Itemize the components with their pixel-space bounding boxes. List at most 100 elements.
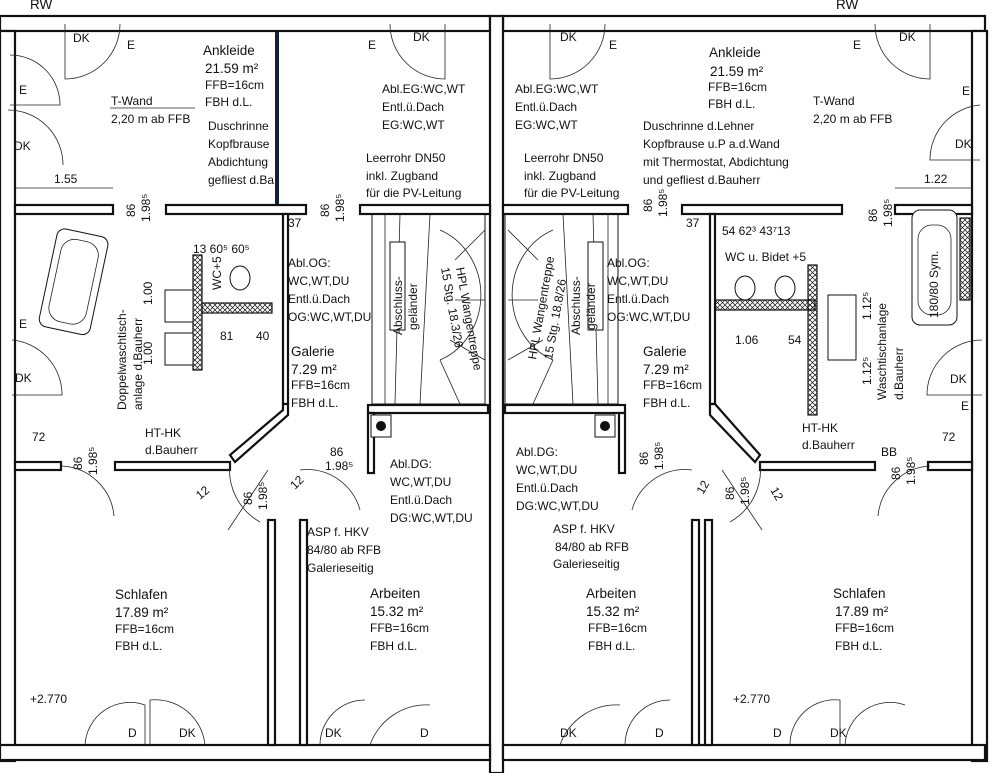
dusch-note: Kopfbrause (208, 137, 270, 151)
abl-eg-note: EG:WC,WT (382, 118, 445, 132)
ffb: FFB=16cm (588, 621, 647, 635)
door-dim: 1.98⁵ (881, 199, 895, 227)
bathtub-left (38, 228, 109, 336)
doors (7, 23, 983, 746)
t-wand-height: 2,20 m ab FFB (813, 112, 892, 126)
rw-mark: RW (836, 0, 859, 12)
t-wand-height: 2,20 m ab FFB (111, 112, 190, 126)
door-d: D (420, 726, 429, 740)
dimension: 12 (693, 478, 712, 497)
toilet (734, 275, 756, 301)
wc-label: WC+5 (210, 256, 224, 290)
asp-note: ASP f. HKV (307, 525, 369, 539)
abl-og-note: OG:WC,WT,DU (607, 310, 690, 324)
door-dim: 1.98⁵ (333, 194, 347, 222)
waschtisch-note: Waschtischanlage (875, 303, 889, 400)
waschtisch-note: d.Bauherr (892, 347, 906, 400)
room-area-arbeiten: 15.32 m² (370, 604, 424, 619)
door-dim: 1.98⁵ (325, 459, 353, 473)
electrical-e: E (19, 317, 27, 331)
room-name-arbeiten: Arbeiten (586, 586, 636, 601)
door-dim: 1.98⁵ (652, 442, 666, 470)
door-dim: 86 (330, 445, 344, 459)
bathtub-right (911, 209, 958, 326)
room-area-galerie: 7.29 m² (291, 362, 337, 377)
room-area-galerie: 7.29 m² (643, 362, 689, 377)
door-dim: 86 (124, 203, 138, 217)
right-unit: RW DK E E DK E DK Ankleide 21.59 m² FFB=… (515, 0, 972, 740)
dimension: 1.00 (141, 281, 155, 305)
dusch-note: gefliest d.Ba (208, 173, 274, 187)
room-name-arbeiten: Arbeiten (370, 586, 420, 601)
room-name-galerie: Galerie (643, 344, 687, 359)
dusch-note: mit Thermostat, Abdichtung (643, 155, 789, 169)
t-wand-label: T-Wand (813, 94, 855, 108)
left-unit: RW DK E E DK E DK Ankleide 21.59 m² FFB=… (14, 0, 485, 740)
asp-note: Galerieseitig (307, 561, 374, 575)
sink (164, 289, 194, 323)
room-name-schlafen: Schlafen (115, 587, 168, 602)
fbh: FBH d.L. (643, 396, 690, 410)
dimension: 72 (942, 430, 956, 444)
door-dim: 86 (866, 208, 880, 222)
dimension: 12 (767, 485, 786, 504)
door-dk: DK (325, 726, 342, 740)
t-wand-label: T-Wand (111, 94, 153, 108)
asp-note: ASP f. HKV (553, 522, 615, 536)
door-dim: 86 (723, 486, 737, 500)
leerrohr-note: Leerrohr DN50 (366, 151, 446, 165)
abl-og-note: Entl.ü.Dach (288, 292, 350, 306)
fbh: FBH d.L. (708, 97, 755, 111)
door-dk: DK (830, 726, 847, 740)
washbasin (827, 294, 857, 361)
abl-eg-note: Abl.EG:WC,WT (515, 82, 599, 96)
abl-dg-note: DG:WC,WT,DU (516, 499, 599, 513)
level-mark: +2.770 (733, 692, 770, 706)
electrical-e: E (19, 83, 27, 97)
door-d: D (128, 726, 137, 740)
dusch-note: Duschrinne (208, 119, 269, 133)
abl-og-note: Abl.OG: (607, 256, 650, 270)
abl-dg-note: Abl.DG: (390, 457, 432, 471)
dimension: 54 (788, 333, 802, 347)
electrical-e: E (609, 38, 617, 52)
fbh: FBH d.L. (588, 639, 635, 653)
dimension: 1.55 (54, 172, 78, 186)
dimension: 1.12⁵ (860, 292, 874, 320)
fbh: FBH d.L. (115, 639, 162, 653)
dusch-note: und gefliest d.Bauherr (643, 173, 760, 187)
dimension: 54 62³ 43⁷13 (722, 224, 791, 238)
dimension: 40 (256, 329, 270, 343)
door-dim: 86 (241, 491, 255, 505)
dimension: 81 (220, 329, 234, 343)
dimension: 13 60⁵ 60⁵ (193, 242, 250, 256)
ffb: FFB=16cm (205, 78, 264, 92)
bath-label: 180/80 Sym. (927, 251, 941, 318)
room-name-ankleide: Ankleide (709, 45, 761, 60)
door-dim: 86 (637, 451, 651, 465)
ffb: FFB=16cm (291, 378, 350, 392)
abl-og-note: WC,WT,DU (288, 274, 349, 288)
fbh: FBH d.L. (291, 396, 338, 410)
rw-mark: RW (30, 0, 53, 12)
door-dim: 1.98⁵ (86, 447, 100, 475)
door-dim: 1.98⁵ (904, 457, 918, 485)
abl-eg-note: EG:WC,WT (515, 118, 578, 132)
dimension: 1.12⁵ (860, 357, 874, 385)
ffb: FFB=16cm (370, 621, 429, 635)
abl-og-note: WC,WT,DU (607, 274, 668, 288)
fbh: FBH d.L. (370, 639, 417, 653)
abl-og-note: OG:WC,WT,DU (288, 310, 371, 324)
room-area-schlafen: 17.89 m² (115, 605, 169, 620)
dusch-note: Abdichtung (208, 155, 268, 169)
dusch-note: Kopfbrause u.P a.d.Wand (643, 137, 780, 151)
room-area-ankleide: 21.59 m² (710, 64, 764, 79)
ffb: FFB=16cm (835, 621, 894, 635)
door-dim: 1.98⁵ (139, 194, 153, 222)
dimension: 12 (287, 473, 307, 493)
room-name-galerie: Galerie (291, 344, 335, 359)
leerrohr-note: inkl. Zugband (366, 169, 438, 183)
ht-hk-note: d.Bauherr (802, 438, 855, 452)
door-bb: BB (881, 445, 897, 459)
